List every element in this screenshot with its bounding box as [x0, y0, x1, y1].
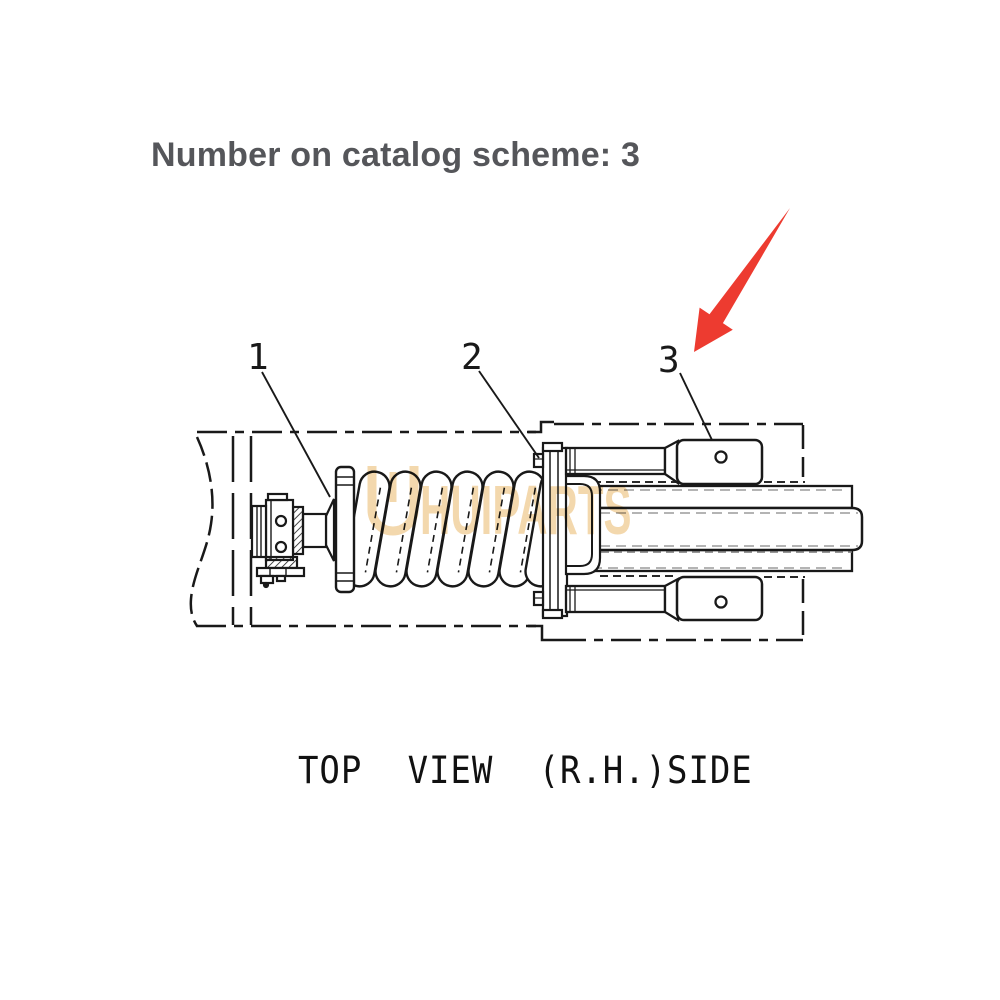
- leader-2: [478, 370, 540, 459]
- part-label-2: 2: [461, 337, 483, 378]
- adjuster-yoke-assembly: [250, 492, 336, 589]
- break-line: [189, 436, 214, 627]
- upper-pin-and-mount-block: [564, 438, 764, 486]
- block-hole-bottom: [714, 595, 728, 609]
- leader-lines: [261, 370, 713, 498]
- figure-caption: TOP VIEW (R.H.)SIDE: [298, 749, 753, 792]
- grease-fitting-hatch: [264, 555, 299, 570]
- watermark-text: HUIPARTS: [420, 472, 632, 550]
- bleed-bolt-top: [532, 452, 545, 469]
- cylinder-body-beam: [576, 484, 864, 573]
- leader-3: [679, 372, 713, 441]
- spring-seat-plate: [334, 465, 356, 594]
- part-label-3: 3: [658, 340, 680, 381]
- watermark-logo-icon: [367, 466, 419, 536]
- leader-1: [261, 371, 331, 498]
- hidden-edges: [593, 481, 805, 578]
- block-hole-top: [714, 450, 728, 464]
- track-frame-outline: [189, 420, 805, 642]
- part-label-1: 1: [247, 337, 269, 378]
- page-title: Number on catalog scheme: 3: [151, 136, 641, 174]
- red-annotation-arrow: [694, 208, 790, 352]
- cylinder-head-flange: [532, 441, 569, 620]
- watermark: HUIPARTS: [367, 466, 632, 550]
- lower-pin-and-mount-block: [564, 575, 764, 623]
- beam-end-bracket: [564, 474, 602, 576]
